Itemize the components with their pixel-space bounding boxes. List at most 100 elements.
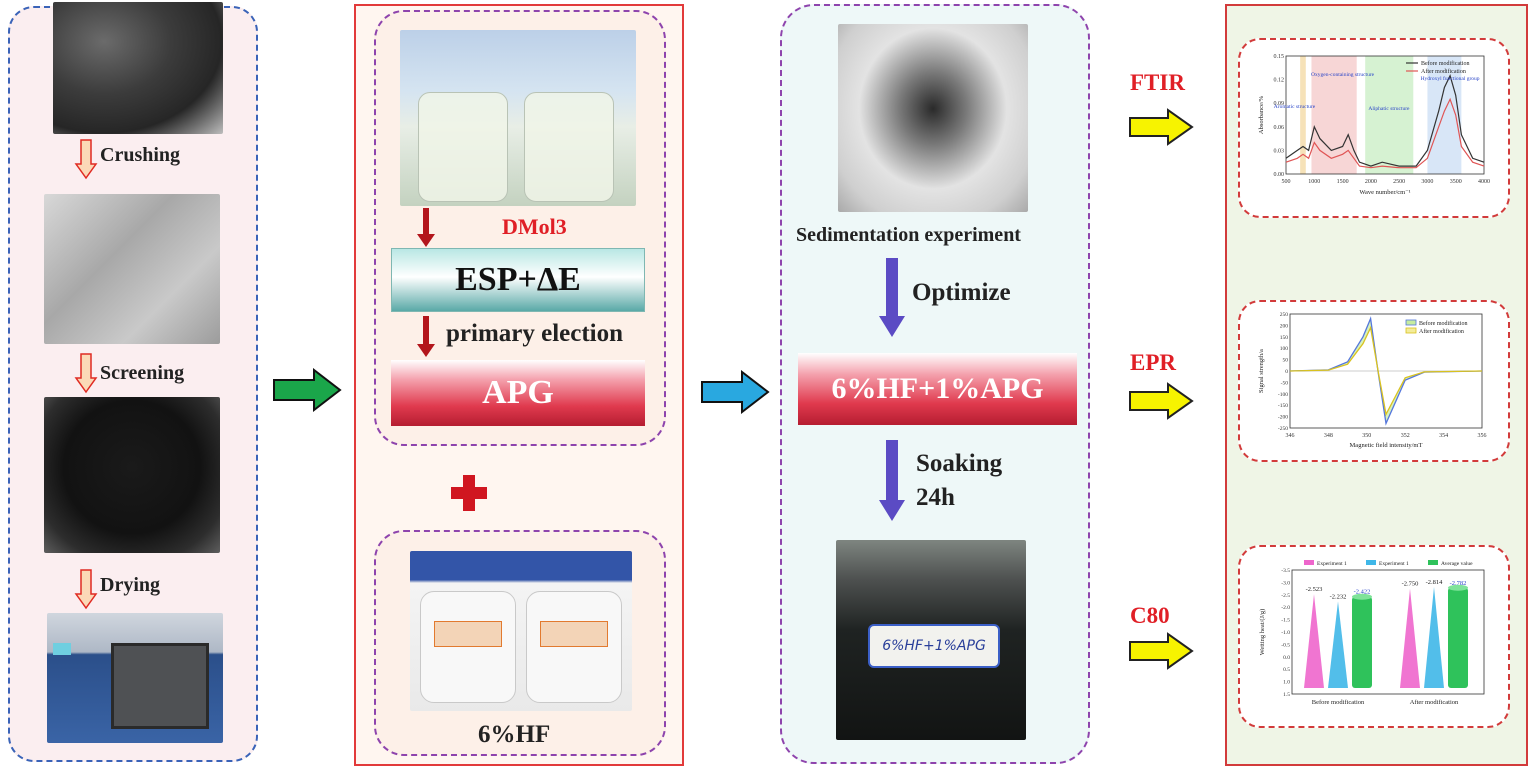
c80-legend-label-0: Experiment 1 xyxy=(1317,561,1347,567)
c80-legend-swatch-1 xyxy=(1366,560,1376,565)
c80-data-label-1-1: -2.814 xyxy=(1426,579,1444,586)
ftir-plot-frame xyxy=(1285,55,1485,175)
c80-data-label-0-2: -2.422 xyxy=(1354,589,1371,596)
c80-y-tick-3: -2.0 xyxy=(1281,605,1290,611)
apg-box: APG xyxy=(391,360,645,426)
epr-x-tick-5: 356 xyxy=(1478,433,1487,439)
blue-arrow xyxy=(701,370,770,414)
ftir-x-tick-0: 500 xyxy=(1282,179,1291,185)
method-label-epr: EPR xyxy=(1130,350,1176,375)
epr-series-line-0 xyxy=(1289,316,1483,426)
c80-y-tick-10: 1.5 xyxy=(1283,692,1290,698)
plus-icon xyxy=(451,475,487,511)
c80-legend-label-2: Average value xyxy=(1441,561,1473,567)
step-label-screening: Screening xyxy=(100,362,185,384)
epr-legend-swatch-1 xyxy=(1405,327,1417,334)
epr-x-tick-0: 346 xyxy=(1286,433,1295,439)
ftir-x-tick-4: 2500 xyxy=(1393,179,1405,185)
ftir-y-tick-3: 0.09 xyxy=(1274,101,1285,107)
epr-x-axis-label: Magnetic field intensity/mT xyxy=(1350,442,1423,449)
screening-arrow xyxy=(74,353,98,394)
beaker-tag-text: 6%HF+1%APG xyxy=(882,638,986,654)
epr-y-tick-3: 100 xyxy=(1280,346,1289,352)
epr-y-tick-1: 200 xyxy=(1280,323,1289,329)
ftir-x-tick-3: 2000 xyxy=(1365,179,1377,185)
soaking-arrow xyxy=(879,440,905,521)
hf-label: 6%HF xyxy=(478,721,551,748)
c80-category-label-0: Before modification xyxy=(1312,699,1365,706)
c80-y-tick-9: 1.0 xyxy=(1283,680,1290,686)
ftir-x-tick-7: 4000 xyxy=(1478,179,1490,185)
c80-y-tick-0: -3.5 xyxy=(1281,568,1290,574)
surfactant-bottles-photo xyxy=(400,30,636,206)
step-label-crushing: Crushing xyxy=(100,144,181,166)
ftir-region-label-0: Aromatic structure xyxy=(1274,104,1316,110)
soaking-label: Soaking xyxy=(916,450,1003,477)
epr-y-tick-4: 50 xyxy=(1283,358,1289,364)
ftir-x-axis-label: Wave number/cm⁻¹ xyxy=(1359,189,1410,196)
c80-arrow xyxy=(1129,632,1194,670)
epr-legend-label-1: After modification xyxy=(1419,328,1464,335)
epr-arrow xyxy=(1129,382,1194,420)
c80-legend-swatch-0 xyxy=(1304,560,1314,565)
optimize-label: Optimize xyxy=(912,279,1011,306)
screening-photo xyxy=(44,194,220,344)
epr-series-line-1 xyxy=(1289,325,1483,417)
drying-oven-photo xyxy=(47,613,223,743)
method-label-c80: C80 xyxy=(1130,603,1170,628)
c80-bar-0-2 xyxy=(1352,596,1372,688)
epr-y-tick-5: 0 xyxy=(1285,369,1288,375)
ftir-x-tick-2: 1500 xyxy=(1337,179,1349,185)
c80-bar-1-0 xyxy=(1400,588,1420,688)
optimize-arrow xyxy=(879,258,905,337)
epr-y-tick-2: 150 xyxy=(1280,335,1289,341)
hf-bottles-photo xyxy=(410,551,632,711)
c80-y-tick-7: 0.0 xyxy=(1283,655,1290,661)
ftir-arrow xyxy=(1129,108,1194,146)
epr-x-tick-4: 354 xyxy=(1439,433,1448,439)
c80-bar-1-2 xyxy=(1448,587,1468,688)
soaking-beaker-photo: 6%HF+1%APG xyxy=(836,540,1026,740)
method-label-ftir: FTIR xyxy=(1130,70,1185,95)
c80-y-tick-5: -1.0 xyxy=(1281,630,1290,636)
epr-y-tick-0: 250 xyxy=(1280,312,1289,318)
c80-y-tick-1: -3.0 xyxy=(1281,580,1290,586)
c80-legend-label-1: Experiment 1 xyxy=(1379,561,1409,567)
ftir-region-label-2: Aliphatic structure xyxy=(1368,106,1410,112)
raw-coal-photo xyxy=(53,2,223,134)
dmol-arrow xyxy=(417,208,435,247)
c80-data-label-1-2: -2.782 xyxy=(1450,580,1467,587)
c80-legend-swatch-2 xyxy=(1428,560,1438,565)
ftir-x-tick-6: 3500 xyxy=(1450,179,1462,185)
ftir-region-band-2 xyxy=(1365,56,1414,174)
sedimentation-label: Sedimentation experiment xyxy=(796,224,1021,246)
green-arrow xyxy=(273,368,342,412)
ftir-y-tick-1: 0.03 xyxy=(1274,148,1285,154)
c80-y-tick-6: -0.5 xyxy=(1281,642,1290,648)
crushing-arrow xyxy=(74,139,98,180)
result-box: 6%HF+1%APG xyxy=(798,353,1077,425)
c80-plot-frame xyxy=(1291,569,1485,695)
ftir-x-tick-1: 1000 xyxy=(1308,179,1320,185)
ftir-y-tick-5: 0.15 xyxy=(1274,54,1285,60)
step-label-drying: Drying xyxy=(100,574,160,596)
ftir-y-tick-4: 0.12 xyxy=(1274,78,1285,84)
ftir-y-tick-0: 0.00 xyxy=(1274,172,1285,178)
dmol3-label: DMol3 xyxy=(502,214,567,239)
epr-y-tick-8: -150 xyxy=(1278,403,1288,409)
election-arrow xyxy=(417,316,435,357)
c80-y-tick-8: 0.5 xyxy=(1283,667,1290,673)
c80-data-label-0-0: -2.523 xyxy=(1306,586,1323,593)
drying-arrow xyxy=(74,569,98,610)
sedimentation-beaker-photo xyxy=(838,24,1028,212)
ftir-region-band-1 xyxy=(1311,56,1357,174)
ftir-region-band-0 xyxy=(1300,56,1306,174)
c80-category-label-1: After modification xyxy=(1410,699,1459,706)
c80-y-tick-4: -1.5 xyxy=(1281,618,1290,624)
epr-legend-swatch-0 xyxy=(1405,319,1417,326)
soaking-time-label: 24h xyxy=(916,484,955,511)
epr-y-tick-6: -50 xyxy=(1281,380,1289,386)
epr-x-tick-3: 352 xyxy=(1401,433,1410,439)
